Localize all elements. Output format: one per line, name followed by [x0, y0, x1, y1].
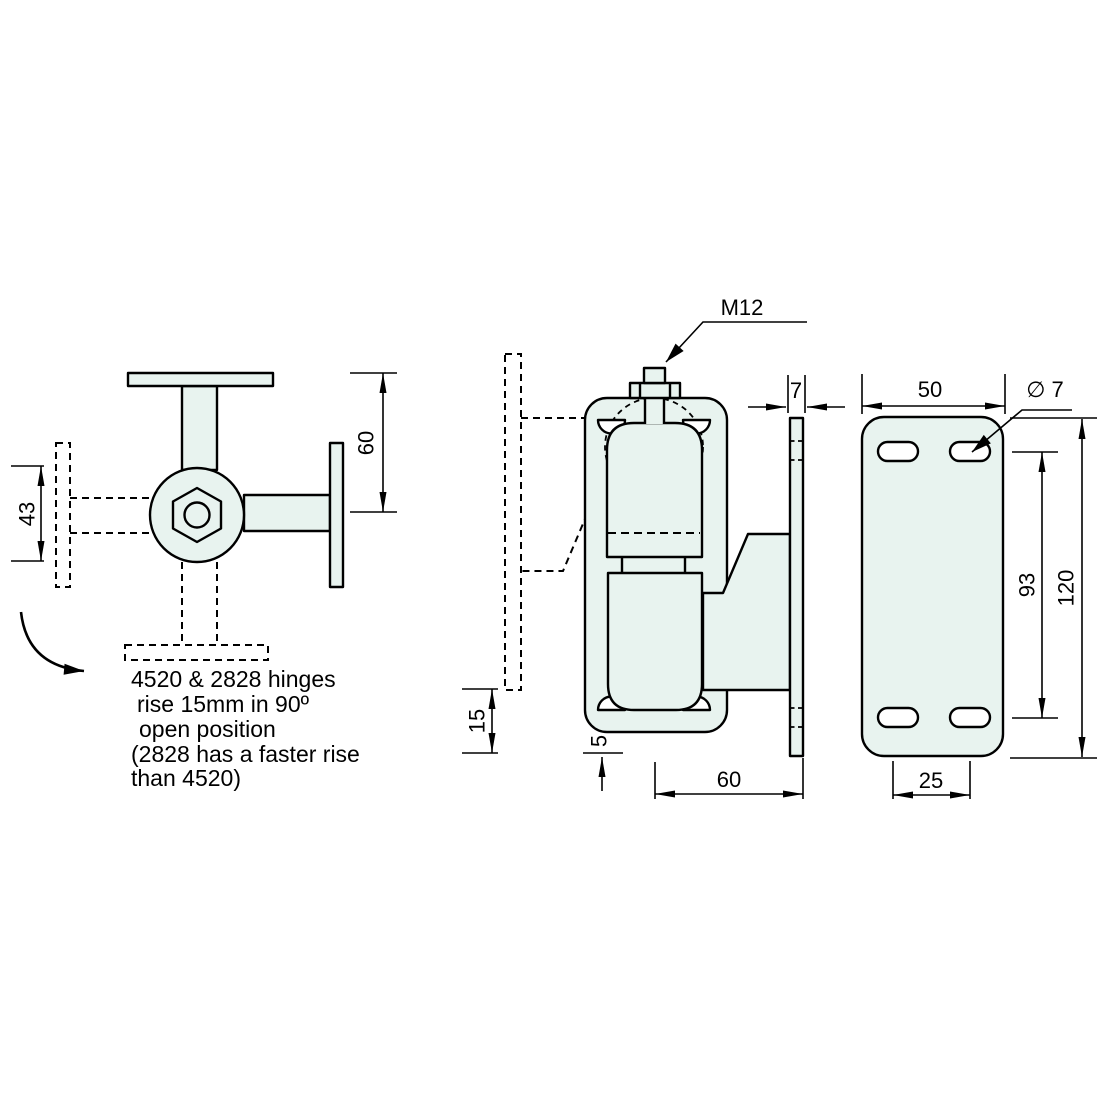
- dim-50-label: 50: [918, 377, 942, 402]
- dim-7-plate-thickness: 7: [748, 375, 845, 413]
- note-line: 4520 & 2828 hinges: [131, 666, 336, 692]
- hinge-knuckles: [605, 366, 704, 712]
- pivot-hole: [183, 501, 211, 529]
- plate-hole: [948, 440, 992, 463]
- dim-60-height-label: 60: [354, 431, 379, 455]
- lower-knuckle: [606, 571, 704, 712]
- dashed-post: [504, 353, 522, 691]
- mounting-plate: [860, 415, 1005, 758]
- plate-hole: [876, 440, 920, 463]
- top-view-solid-parts: [126, 371, 345, 589]
- hole-diameter-callout: ∅ 7: [971, 377, 1072, 453]
- note-line: open position: [139, 716, 276, 742]
- plate-hole: [948, 706, 992, 729]
- side-view: M12 7 15 5 60: [462, 295, 845, 799]
- top-view-hidden-lines: [55, 442, 269, 661]
- plate-holes: [876, 440, 992, 729]
- hinge-note: 4520 & 2828 hinges rise 15mm in 90º open…: [131, 666, 360, 791]
- dim-120-height: 120: [1010, 417, 1097, 759]
- top-flange: [126, 371, 275, 388]
- bolt-shaft: [643, 395, 666, 424]
- plate-hole: [876, 706, 920, 729]
- note-line: than 4520): [131, 765, 241, 791]
- dim-43: 43: [11, 465, 45, 562]
- dim-5-label: 5: [587, 735, 612, 747]
- dim-25-label: 25: [919, 768, 943, 793]
- dim-5-clearance: 5: [583, 735, 623, 791]
- dim-93-label: 93: [1015, 573, 1040, 597]
- rotation-arrow-icon: [19, 611, 85, 675]
- gate-post-hidden: [504, 353, 606, 691]
- dim-50-width: 50: [861, 374, 1006, 414]
- dim-15-rise: 15: [462, 688, 498, 754]
- bolt-end: [642, 366, 667, 385]
- note-line: rise 15mm in 90º: [137, 691, 310, 717]
- plate-view: 50 ∅ 7 93 120 25: [860, 374, 1097, 799]
- bolt-nut: [628, 381, 682, 400]
- gate-plate-edge: [788, 416, 805, 758]
- dim-93-hole-spacing: 93: [1012, 451, 1058, 719]
- dim-43-label: 43: [15, 502, 40, 526]
- top-view: 43 60 4520 & 2828 hinges rise 15mm in 90…: [11, 371, 397, 791]
- dim-15-label: 15: [465, 709, 490, 733]
- dim-25-hole-spacing: 25: [892, 761, 971, 799]
- dim-60-depth: 60: [654, 758, 804, 799]
- hole-diameter-label: ∅ 7: [1026, 377, 1064, 402]
- dim-60-depth-label: 60: [717, 767, 741, 792]
- bolt-callout: M12: [665, 295, 807, 363]
- dashed-left-flange: [55, 442, 71, 588]
- dim-7-label: 7: [790, 378, 802, 403]
- right-arm: [242, 493, 332, 533]
- bolt-callout-label: M12: [721, 295, 764, 320]
- plate-edge-hole-hidden: [790, 440, 803, 728]
- top-arm: [180, 384, 219, 472]
- upper-knuckle: [605, 421, 704, 559]
- right-flange: [328, 441, 345, 589]
- dim-120-label: 120: [1054, 570, 1079, 607]
- dashed-bottom-flange: [124, 644, 269, 661]
- dim-60-height: 60: [350, 372, 397, 513]
- note-line: (2828 has a faster rise: [131, 741, 360, 767]
